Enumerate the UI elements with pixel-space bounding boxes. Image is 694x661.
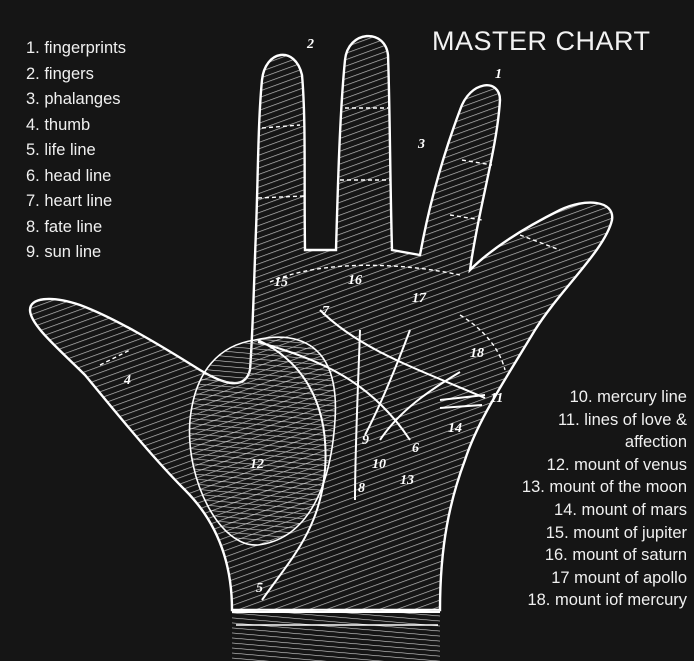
legend-item: 18. mount iof mercury: [457, 589, 687, 612]
legend-item: 14. mount of mars: [457, 499, 687, 522]
legend-item: 13. mount of the moon: [457, 476, 687, 499]
hand-label-5: 5: [256, 581, 263, 596]
hand-label-13: 13: [400, 473, 414, 488]
legend-item: 17 mount of apollo: [457, 567, 687, 590]
legend-item: 2. fingers: [26, 62, 126, 88]
legend-item: 5. life line: [26, 138, 126, 164]
legend-item: 11. lines of love &: [457, 409, 687, 432]
legend-item: affection: [457, 431, 687, 454]
legend-item: 12. mount of venus: [457, 454, 687, 477]
legend-item: 4. thumb: [26, 113, 126, 139]
hand-label-2: 2: [306, 37, 314, 52]
hand-label-1: 1: [495, 67, 502, 82]
legend-item: 6. head line: [26, 164, 126, 190]
legend-item: 10. mercury line: [457, 386, 687, 409]
hand-label-12: 12: [250, 457, 264, 472]
hand-label-8: 8: [358, 481, 365, 496]
hand-label-16: 16: [348, 273, 362, 288]
legend-item: 15. mount of jupiter: [457, 522, 687, 545]
hand-label-15: 15: [274, 275, 288, 290]
hand-label-3: 3: [417, 137, 425, 152]
legend-item: 9. sun line: [26, 240, 126, 266]
hand-label-6: 6: [412, 441, 419, 456]
legend-right: 10. mercury line 11. lines of love & aff…: [457, 386, 687, 612]
hand-label-18: 18: [470, 346, 484, 361]
legend-item: 1. fingerprints: [26, 36, 126, 62]
hand-label-7: 7: [322, 304, 330, 319]
chart-title: MASTER CHART: [432, 26, 651, 57]
hand-label-9: 9: [362, 433, 369, 448]
hand-label-10: 10: [372, 457, 386, 472]
hand-label-4: 4: [123, 373, 131, 388]
legend-left: 1. fingerprints 2. fingers 3. phalanges …: [26, 36, 126, 266]
legend-item: 16. mount of saturn: [457, 544, 687, 567]
legend-item: 7. heart line: [26, 189, 126, 215]
hand-label-17: 17: [412, 291, 427, 306]
legend-item: 8. fate line: [26, 215, 126, 241]
wrist: [232, 610, 440, 661]
legend-item: 3. phalanges: [26, 87, 126, 113]
